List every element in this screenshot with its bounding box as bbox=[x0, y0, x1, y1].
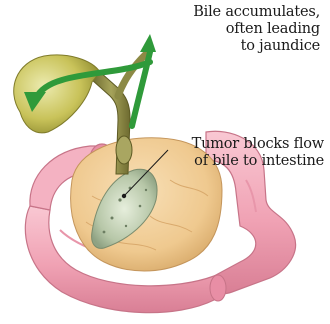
bile-accumulates-line-1: Bile accumulates, bbox=[193, 4, 320, 21]
bile-accumulates-line-2: often leading bbox=[193, 21, 320, 38]
tumor-blocks-line-2: of bile to intestine bbox=[192, 153, 324, 170]
bile-accumulates-line-3: to jaundice bbox=[193, 38, 320, 55]
bile-accumulates-label: Bile accumulates, often leading to jaund… bbox=[193, 4, 320, 55]
tumor-leader-dot bbox=[122, 194, 126, 198]
tumor-blocks-line-1: Tumor blocks flow bbox=[192, 136, 324, 153]
tumor-blocks-label: Tumor blocks flow of bile to intestine bbox=[192, 136, 324, 170]
